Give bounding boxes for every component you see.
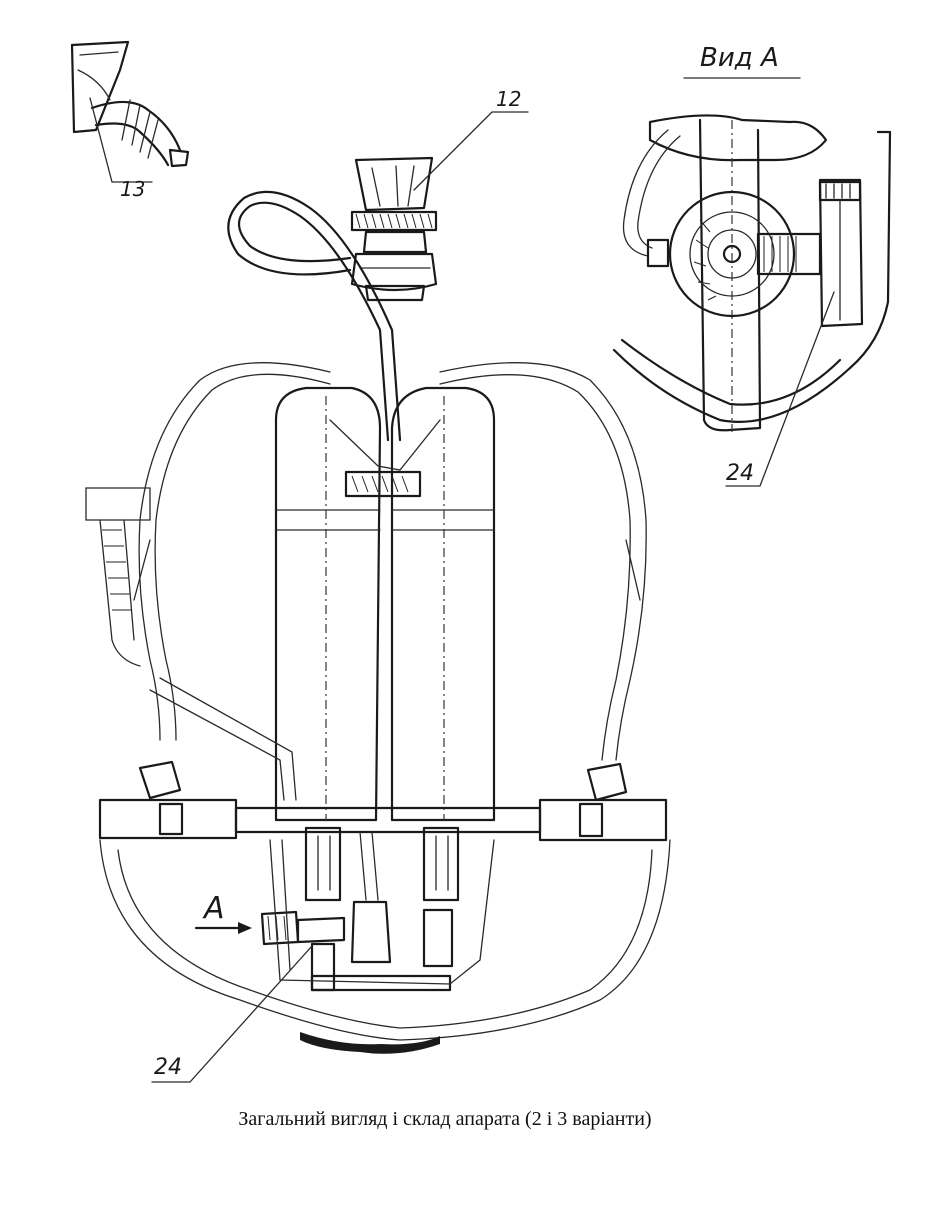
callout-24-main: 24 <box>154 1055 182 1080</box>
view-a-detail <box>612 114 892 432</box>
cylinders <box>274 386 496 822</box>
callout-12: 12 <box>496 87 521 111</box>
belly-strap <box>99 839 671 1054</box>
side-device <box>85 487 151 667</box>
regulator-part-12 <box>350 156 438 302</box>
leader-12 <box>413 111 529 191</box>
view-arrow <box>194 922 252 934</box>
callout-24-detail: 24 <box>726 461 754 486</box>
view-title: Вид А <box>700 43 779 73</box>
view-arrow-label: A <box>202 891 225 926</box>
callout-13: 13 <box>120 177 145 201</box>
valve-manifold <box>260 826 495 992</box>
mask-part-13 <box>70 40 190 183</box>
waist-belt <box>98 677 668 842</box>
leader-24-detail <box>725 291 835 487</box>
harness-frame <box>133 362 647 761</box>
breathing-hose <box>227 190 402 442</box>
leader-24-main <box>151 945 313 1083</box>
figure-caption: Загальний вигляд і склад апарата (2 і 3 … <box>238 1108 652 1130</box>
